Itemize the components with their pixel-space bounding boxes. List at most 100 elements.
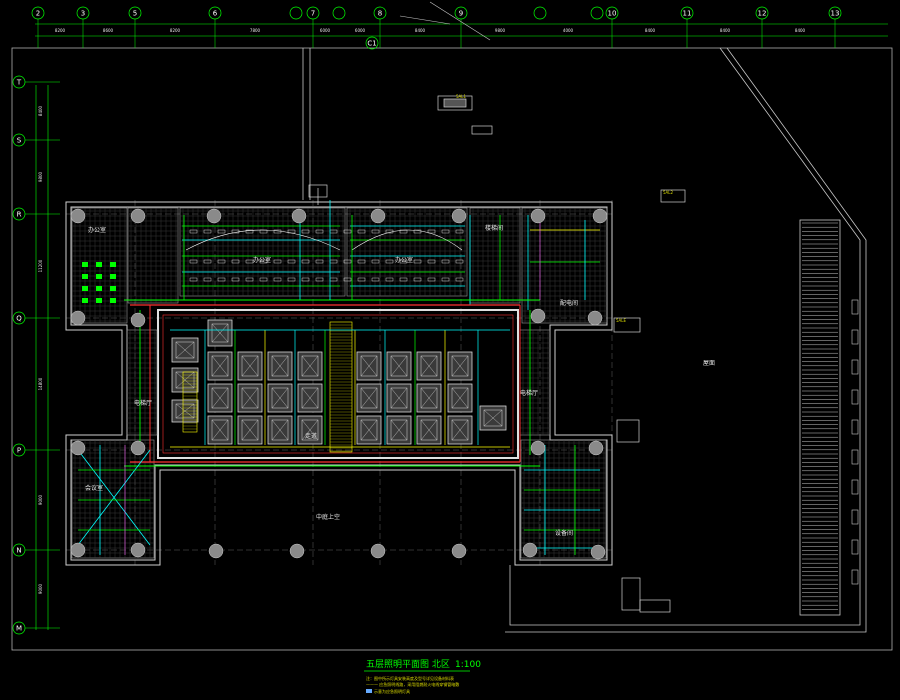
grid-bubble-s: S — [12, 133, 60, 147]
structural-column — [588, 440, 604, 456]
luminaire-symbol — [273, 229, 282, 234]
luminaire-symbol — [231, 259, 240, 264]
grid-bubble-t: T — [12, 75, 60, 89]
structural-column — [291, 208, 307, 224]
elevator-shaft — [237, 351, 263, 381]
grid-bubble-r: R — [12, 207, 60, 221]
atrium-column — [289, 543, 305, 559]
room-cell — [126, 329, 158, 436]
elevator-shaft — [207, 351, 233, 381]
luminaire-symbol — [329, 229, 338, 234]
structural-column — [70, 310, 86, 326]
luminaire-symbol — [427, 259, 436, 264]
grid-bubble-3: 3 — [76, 6, 90, 20]
luminaire-symbol — [189, 259, 198, 264]
grid-bubble-q: Q — [12, 311, 60, 325]
luminaire-symbol — [371, 229, 380, 234]
luminaire-symbol — [245, 229, 254, 234]
luminaire-symbol — [96, 262, 102, 267]
elevator-shafts — [171, 319, 507, 453]
circuit-arc — [351, 229, 463, 251]
elevator-shaft — [356, 351, 382, 381]
room-cell — [519, 329, 551, 436]
svg-text:13: 13 — [831, 10, 840, 18]
elevator-shaft — [297, 351, 323, 381]
grid-bubble-5: 5 — [128, 6, 142, 20]
elevator-shaft — [237, 415, 263, 445]
luminaire-symbol — [427, 277, 436, 282]
panel-tag-b: 5AL2 — [663, 190, 674, 195]
luminaire-symbol — [441, 277, 450, 282]
row-dimension-label: 9800 — [38, 171, 43, 182]
grid-bubble-8: 8 — [373, 6, 387, 20]
luminaire-symbol — [287, 259, 296, 264]
structural-column — [70, 542, 86, 558]
elevator-shaft — [171, 367, 199, 393]
grid-bubble-9: 9 — [454, 6, 468, 20]
elevator-shaft — [447, 351, 473, 381]
luminaire-symbol — [455, 259, 464, 264]
elevator-shaft — [207, 319, 233, 347]
svg-text:5: 5 — [133, 10, 137, 18]
svg-text:C1: C1 — [367, 40, 376, 48]
luminaire-symbol — [259, 277, 268, 282]
luminaire-symbol — [245, 277, 254, 282]
luminaire-symbol — [315, 277, 324, 282]
luminaire-symbol — [329, 259, 338, 264]
structural-column — [130, 312, 146, 328]
luminaire-symbol — [343, 277, 352, 282]
room-cell — [469, 207, 521, 304]
luminaire-symbol — [96, 274, 102, 279]
svg-text:2: 2 — [36, 10, 40, 18]
svg-text:P: P — [17, 447, 21, 455]
top-dimension-strip — [35, 23, 888, 37]
column-dimension-label: 8400 — [720, 28, 731, 33]
core-block — [157, 309, 519, 459]
column-dimension-label: 8400 — [795, 28, 806, 33]
svg-text:T: T — [16, 79, 22, 87]
luminaire-symbol — [217, 229, 226, 234]
svg-text:10: 10 — [608, 10, 617, 18]
luminaire-symbol — [110, 298, 116, 303]
luminaire-symbol — [82, 298, 88, 303]
luminaire-symbol — [301, 229, 310, 234]
roof-outline — [302, 47, 867, 633]
detail-boxes — [308, 95, 686, 613]
room-cell — [179, 207, 346, 297]
structural-column — [530, 208, 546, 224]
grid-bubble-n: N — [12, 543, 60, 557]
atrium-column — [451, 543, 467, 559]
luminaire-symbol — [82, 286, 88, 291]
grid-bubble-p: P — [12, 443, 60, 457]
structural-column — [592, 208, 608, 224]
stair-core — [182, 371, 198, 433]
panel-tag-a: 5AL1 — [456, 94, 467, 99]
luminaire-symbol — [245, 259, 254, 264]
structural-column — [70, 440, 86, 456]
grid-bubble-13: 13 — [828, 6, 842, 20]
luminaire-symbol — [96, 298, 102, 303]
luminaire-symbol — [385, 259, 394, 264]
luminaire-symbol — [315, 259, 324, 264]
drawing-frame — [11, 47, 893, 651]
svg-text:M: M — [16, 625, 22, 633]
luminaire-symbol — [203, 259, 212, 264]
atrium-planters — [208, 543, 467, 559]
grid-bubble-m: M — [12, 621, 60, 635]
roof-edge-posts — [851, 299, 859, 585]
elevator-shaft — [416, 383, 442, 413]
luminaire-symbol — [217, 259, 226, 264]
luminaire-symbol — [371, 259, 380, 264]
elevator-shaft — [297, 415, 323, 445]
luminaire-symbol — [385, 229, 394, 234]
room-label-office-b: 办公室 — [253, 256, 271, 264]
luminaire-symbol — [427, 229, 436, 234]
roof-hatched-band — [799, 219, 841, 616]
luminaire-symbol — [82, 274, 88, 279]
grid-bubble-12: 12 — [755, 6, 769, 20]
luminaire-symbol — [343, 259, 352, 264]
column-dimension-label: 6000 — [320, 28, 331, 33]
room-label-atrium: 中庭上空 — [316, 513, 340, 521]
luminaire-symbol — [203, 277, 212, 282]
